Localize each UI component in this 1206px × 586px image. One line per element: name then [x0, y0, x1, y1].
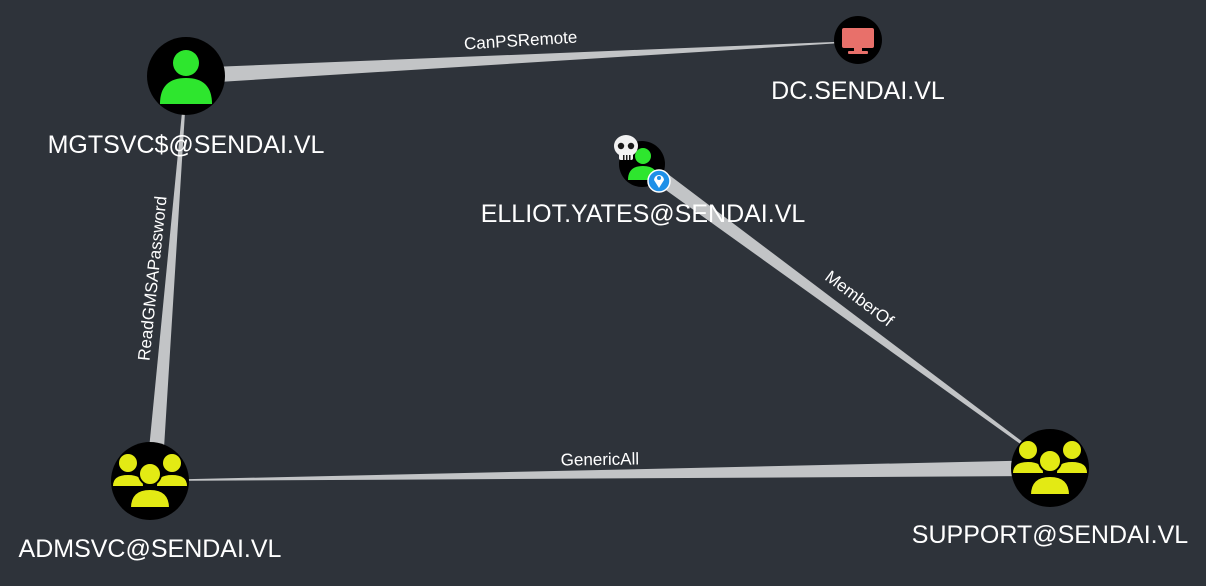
- node-label-admsvc: ADMSVC@SENDAI.VL: [19, 535, 282, 563]
- computer-icon: [842, 28, 874, 54]
- edge-readgmsapassword-line[interactable]: [146, 112, 185, 480]
- edge-canpsremote[interactable]: CanPSRemote: [186, 28, 858, 84]
- skull-icon: [614, 135, 638, 160]
- location-pin-icon: [647, 169, 671, 193]
- node-support[interactable]: SUPPORT@SENDAI.VL: [912, 429, 1188, 549]
- edge-canpsremote-line[interactable]: [186, 41, 858, 84]
- edge-genericall[interactable]: GenericAll: [150, 449, 1050, 481]
- edge-genericall-line[interactable]: [150, 460, 1050, 481]
- edge-memberof-line[interactable]: [644, 156, 1052, 466]
- group-icon: [113, 454, 187, 509]
- node-label-support: SUPPORT@SENDAI.VL: [912, 521, 1188, 549]
- node-label-dc: DC.SENDAI.VL: [771, 77, 945, 105]
- node-label-elliot: ELLIOT.YATES@SENDAI.VL: [481, 200, 806, 228]
- node-admsvc[interactable]: ADMSVC@SENDAI.VL: [19, 442, 282, 563]
- group-icon: [1013, 441, 1087, 496]
- node-label-mgtsvc: MGTSVC$@SENDAI.VL: [48, 131, 325, 159]
- node-mgtsvc[interactable]: MGTSVC$@SENDAI.VL: [48, 37, 325, 159]
- edge-readgmsapassword[interactable]: ReadGMSAPassword: [134, 112, 185, 480]
- node-dc[interactable]: DC.SENDAI.VL: [771, 16, 945, 105]
- user-icon: [160, 50, 212, 104]
- edge-label-genericall: GenericAll: [561, 449, 640, 469]
- node-elliot[interactable]: ELLIOT.YATES@SENDAI.VL: [481, 135, 806, 228]
- edge-label-canpsremote: CanPSRemote: [463, 28, 577, 54]
